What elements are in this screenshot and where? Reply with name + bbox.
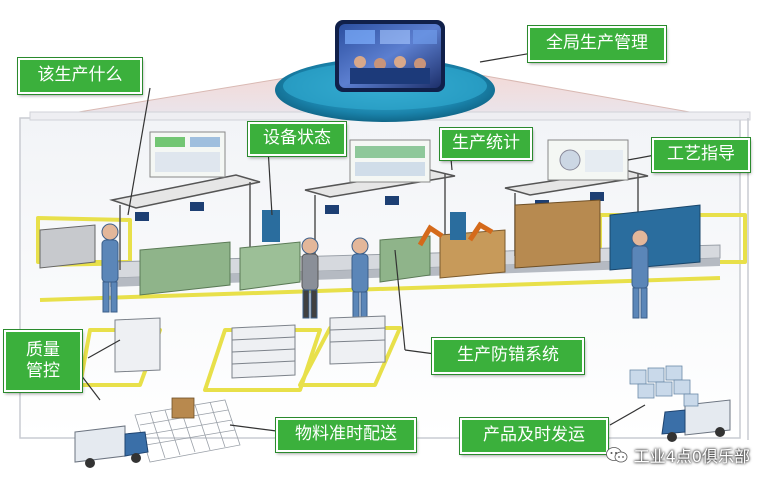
label-quality-control-line1: 质量 xyxy=(26,339,60,360)
workers xyxy=(101,223,649,321)
label-material-delivery: 物料准时配送 xyxy=(276,418,416,452)
material-carts xyxy=(114,315,386,379)
label-what-to-produce: 该生产什么 xyxy=(18,58,142,94)
watermark: 工业4点0俱乐部 xyxy=(605,443,750,467)
overhead-monitors xyxy=(135,131,629,221)
label-equipment-status: 设备状态 xyxy=(248,122,346,156)
label-error-proofing: 生产防错系统 xyxy=(432,338,584,374)
product-boxes xyxy=(629,365,699,407)
delivery-truck-left xyxy=(74,425,149,468)
label-process-guidance: 工艺指导 xyxy=(652,138,750,172)
label-global-management: 全局生产管理 xyxy=(528,26,666,62)
label-quality-control: 质量 管控 xyxy=(4,330,82,392)
label-production-stats: 生产统计 xyxy=(440,128,532,160)
label-quality-control-line2: 管控 xyxy=(26,361,60,381)
wechat-icon xyxy=(605,447,628,463)
label-product-shipping: 产品及时发运 xyxy=(460,418,608,454)
central-control-platform xyxy=(275,20,495,122)
delivery-truck-right xyxy=(661,399,731,442)
watermark-text: 工业4点0俱乐部 xyxy=(633,447,750,466)
